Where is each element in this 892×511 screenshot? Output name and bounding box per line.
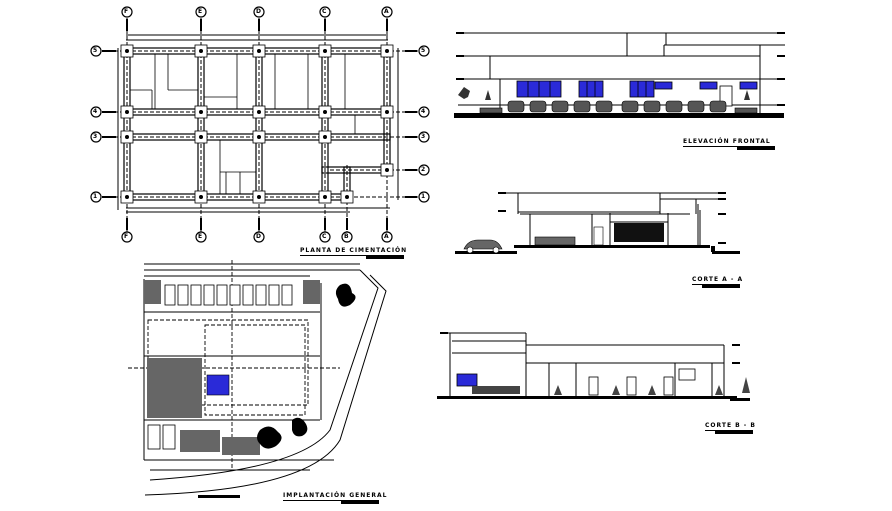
front-elevation-title: ELEVACIÓN FRONTAL (683, 138, 775, 150)
foundation-plan-title-text: PLANTA DE CIMENTACIÓN (300, 247, 408, 254)
section-b-b-title: CORTE B - B (705, 422, 756, 434)
title-underline (702, 285, 740, 288)
title-underline (341, 501, 379, 504)
grid-label-top-3: C (322, 8, 327, 15)
grid-label-right-2: 3 (421, 133, 426, 140)
site-plan-title: IMPLANTACIÓN GENERAL (283, 492, 386, 504)
blue-roof-element (206, 374, 230, 396)
front-elevation-title-text: ELEVACIÓN FRONTAL (683, 138, 771, 145)
grid-label-right-1: 4 (421, 108, 426, 115)
grid-label-left-2: 3 (93, 133, 98, 140)
grid-label-top-0: F (124, 8, 129, 15)
section-a-a-title: CORTE A - A (692, 276, 744, 288)
grid-label-right-3: 2 (421, 166, 426, 173)
title-underline (715, 431, 753, 434)
section-b-b-title-text: CORTE B - B (705, 422, 756, 429)
grid-label-bottom-1: E (198, 233, 203, 240)
foundation-plan-title: PLANTA DE CIMENTACIÓN (300, 247, 408, 259)
title-underline (737, 147, 775, 150)
grid-label-bottom-5: A (384, 233, 389, 240)
grid-label-top-4: A (384, 8, 389, 15)
grid-label-right-0: 5 (421, 47, 426, 54)
grid-label-bottom-2: D (256, 233, 261, 240)
grid-label-bottom-0: F (124, 233, 129, 240)
site-plan-title-text: IMPLANTACIÓN GENERAL (283, 492, 388, 499)
grid-label-bottom-4: B (344, 233, 349, 240)
grid-label-left-3: 1 (93, 193, 98, 200)
grid-label-left-0: 5 (93, 47, 98, 54)
section-a-a-title-text: CORTE A - A (692, 276, 744, 283)
grid-label-top-2: D (256, 8, 261, 15)
grid-label-bottom-3: C (322, 233, 327, 240)
title-underline (366, 256, 404, 259)
grid-label-right-4: 1 (421, 193, 426, 200)
grid-label-top-1: E (198, 8, 203, 15)
grid-label-left-1: 4 (93, 108, 98, 115)
blue-window (456, 373, 478, 387)
